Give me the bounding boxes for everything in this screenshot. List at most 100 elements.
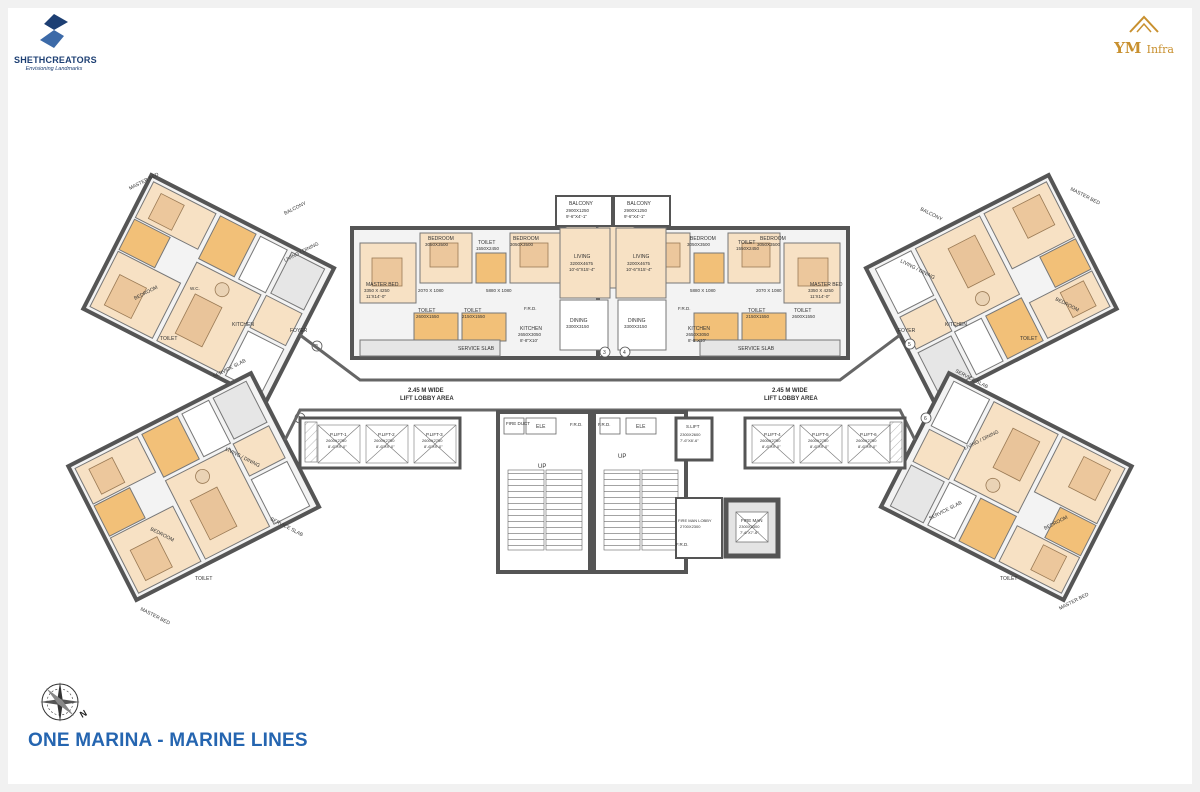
bedroom-r1-size: 3050X3500 (687, 242, 711, 247)
bedroom-r1-label: BEDROOM (690, 236, 716, 242)
balcony-left-size: 2900X1250 (566, 208, 590, 213)
balcony-right-label: BALCONY (627, 201, 652, 207)
shaft-label-4: 4 (623, 350, 626, 356)
toilet-l2-size: 2600X1550 (416, 314, 440, 319)
sheth-tagline: Envisioning Landmarks (25, 66, 83, 72)
service-lift (674, 416, 714, 462)
lift-4-size: 2600X2750 (760, 438, 781, 443)
toilet-l1-label: TOILET (478, 240, 495, 246)
toilet-r3-label: TOILET (794, 308, 811, 314)
passage-r1: 2070 X 1080 (756, 288, 782, 293)
service-slab-right: SERVICE SLAB (738, 346, 775, 352)
s-lift-size: 2300X2600 (680, 432, 701, 437)
bedroom-l2-label: BEDROOM (513, 236, 539, 242)
frd-core-left: F.R.D. (570, 422, 583, 427)
wing-top-right (863, 173, 1119, 404)
toilet-r1-size: 1550X2450 (736, 246, 760, 251)
balcony-left (555, 195, 613, 227)
master-bed-left-label: MASTER BED (366, 282, 399, 288)
living-right (615, 227, 667, 299)
frd-fireman: F.R.D. (676, 542, 689, 547)
lift-3-imp: 8'-6"X9'-0" (424, 444, 443, 449)
lift-5-size: 2600X2750 (808, 438, 829, 443)
living-left-imp: 10'-6"X15'-4" (569, 267, 595, 272)
ele-right: ELE (636, 424, 646, 430)
balcony-right (613, 195, 671, 227)
bedroom-l1-size: 3050X3500 (425, 242, 449, 247)
toilet-r2-label: TOILET (748, 308, 765, 314)
project-title: ONE MARINA - MARINE LINES (28, 730, 308, 751)
dining-right-label: DINING (628, 318, 646, 324)
service-slab-left: SERVICE SLAB (458, 346, 495, 352)
wing-tl-balcony: BALCONY (283, 200, 308, 216)
master-bed-right-imp: 11'X14'-0" (810, 294, 830, 299)
ym-infra-logo: YM Infra (1104, 14, 1184, 57)
balcony-right-size: 2900X1250 (624, 208, 648, 213)
lift-6-imp: 8'-6"X9'-0" (858, 444, 877, 449)
kitchen-right-imp: 8'-8"X10' (688, 338, 706, 343)
kitchen-left-imp: 8'-8"X10' (520, 338, 538, 343)
lift-2-imp: 8'-6"X9'-0" (376, 444, 395, 449)
shaft-label-3: 3 (603, 350, 606, 356)
kitchen-right-label: KITCHEN (688, 326, 710, 332)
frd-right: F.R.D. (678, 306, 691, 311)
living-right-label: LIVING (633, 254, 650, 260)
wing-br-toilet: TOILET (1000, 576, 1017, 582)
master-bed-right-size: 3350 X 4250 (808, 288, 834, 293)
bedroom-r2-label: BEDROOM (760, 236, 786, 242)
fireman-lobby-label: FIRE MAN LOBBY (678, 518, 712, 523)
fireman-lobby (675, 497, 723, 559)
frd-core-right: F.R.D. (598, 422, 611, 427)
compass-rose-icon: N (40, 682, 89, 722)
shaft-label-6: 6 (924, 416, 927, 422)
lift-bank-right (743, 416, 907, 470)
wing-tr-master-bed: MASTER BED (1069, 186, 1101, 206)
lift-1-name: P.LIFT-1 (330, 432, 347, 437)
lobby-left-line2: LIFT LOBBY AREA (400, 396, 454, 402)
lobby-right-line2: LIFT LOBBY AREA (764, 396, 818, 402)
lobby-right-line1: 2.45 M WIDE (772, 388, 808, 394)
lift-2-name: P.LIFT-2 (378, 432, 395, 437)
sheth-brand-name: SHETHCREATORS (14, 55, 97, 65)
living-left-label: LIVING (574, 254, 591, 260)
lift-5-name: P.LIFT-5 (812, 432, 829, 437)
wing-tl-foyer: FOYER (290, 328, 308, 334)
fireman-lobby-size: 2700X2300 (680, 524, 701, 529)
lift-5-imp: 8'-6"X9'-0" (810, 444, 829, 449)
toilet-r2-size: 2150X1550 (746, 314, 770, 319)
toilet-r3-size: 2600X1550 (792, 314, 816, 319)
dining-left-size: 3300X3150 (566, 324, 590, 329)
lift-1-size: 2600X2750 (326, 438, 347, 443)
s-lift-imp: 7'-6"X8'-6" (680, 438, 699, 443)
sheth-creators-logo: SHETHCREATORS Envisioning Landmarks (14, 12, 97, 72)
lift-3-name: P.LIFT-3 (426, 432, 443, 437)
toilet-r1-label: TOILET (738, 240, 755, 246)
dining-left-label: DINING (570, 318, 588, 324)
dining-left (559, 299, 609, 351)
wing-bl-toilet: TOILET (195, 576, 212, 582)
s-lift-label: S.LIFT (686, 424, 700, 429)
ym-text: YM (1114, 39, 1142, 57)
lift-2-size: 2600X2750 (374, 438, 395, 443)
wing-tl-wc: W.C. (190, 286, 200, 291)
lift-bank-left (298, 416, 462, 470)
lift-4-imp: 8'-6"X9'-0" (762, 444, 781, 449)
master-bed-right-label: MASTER BED (810, 282, 843, 288)
living-right-size: 3200X4675 (627, 261, 651, 266)
toilet-l3-size: 2150X1550 (462, 314, 486, 319)
wing-bottom-right (878, 371, 1134, 602)
shaft-marker-3 (599, 346, 611, 358)
toilet-l2-label: TOILET (418, 308, 435, 314)
dining-right-size: 3300X3150 (624, 324, 648, 329)
wing-tr-foyer: FOYER (898, 328, 916, 334)
balcony-left-label: BALCONY (569, 201, 594, 207)
dining-right (617, 299, 667, 351)
shaft-marker-6 (920, 412, 932, 424)
passage-r2: 5880 X 1080 (690, 288, 716, 293)
passage-l1: 2070 X 1080 (418, 288, 444, 293)
balcony-left-imp: 9'-6"X4'-1" (566, 214, 587, 219)
ele-left: ELE (536, 424, 546, 430)
toilet-l1-size: 1550X2450 (476, 246, 500, 251)
kitchen-left-label: KITCHEN (520, 326, 542, 332)
